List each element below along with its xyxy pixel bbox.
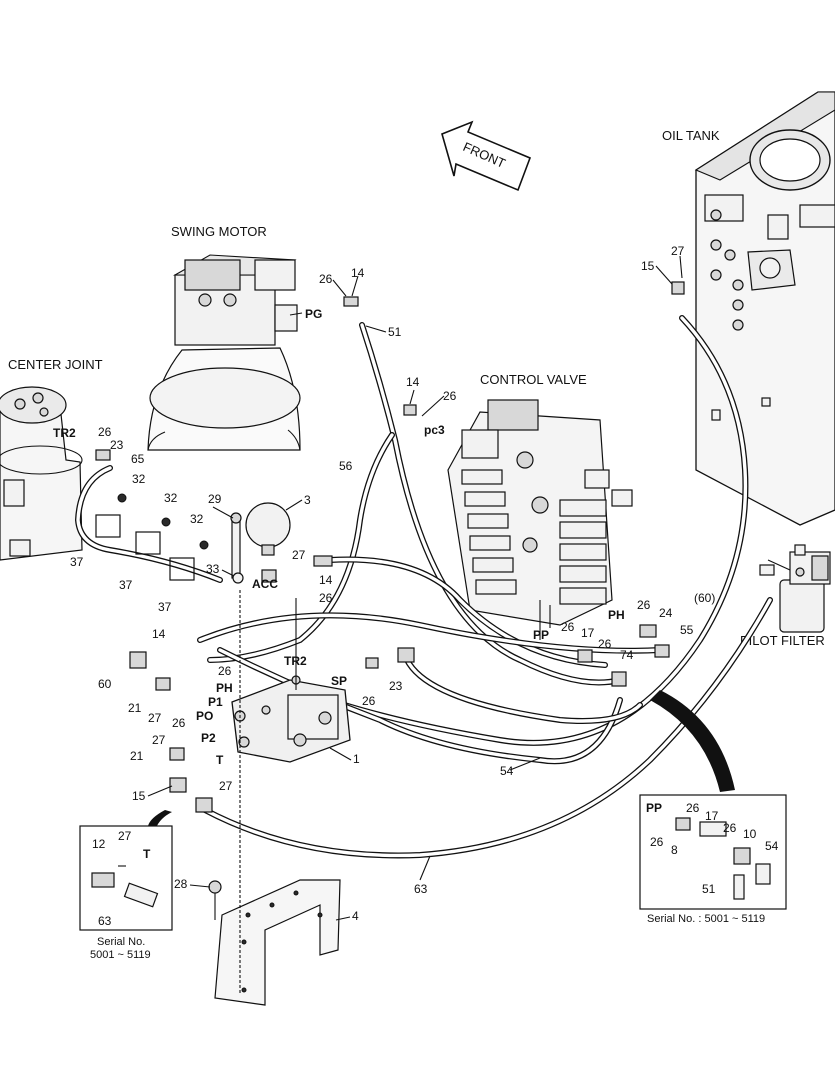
inset-left-part-27: 27 [118, 829, 132, 843]
inset-right-part-10: 10 [743, 827, 757, 841]
inset-right-port-pp: PP [646, 801, 662, 815]
swing-motor [147, 254, 303, 451]
part-26-ph: 26 [637, 598, 651, 612]
part-15-block: 15 [132, 789, 146, 803]
part-26-pp-b: 26 [598, 637, 612, 651]
part-26-swing: 26 [319, 272, 333, 286]
port-sp: SP [331, 674, 347, 688]
part-26-block-a: 26 [218, 664, 232, 678]
inset-right-part-8: 8 [671, 843, 678, 857]
port-po: PO [196, 709, 213, 723]
part-74: 74 [620, 648, 634, 662]
port-ph-valve: PH [608, 608, 625, 622]
inset-right-part-26b: 26 [723, 821, 737, 835]
control-valve-label: CONTROL VALVE [480, 372, 587, 387]
part-51: 51 [388, 325, 402, 339]
inset-left-part-12: 12 [92, 837, 106, 851]
part-27-acc: 27 [292, 548, 306, 562]
inset-right-part-26a: 26 [686, 801, 700, 815]
part-3: 3 [304, 493, 311, 507]
oil-tank-label: OIL TANK [662, 128, 720, 143]
inset-right-serial: Serial No. : 5001 ~ 5119 [647, 913, 765, 925]
port-p2: P2 [201, 731, 216, 745]
inset-left-port-t: T [143, 847, 151, 861]
part-23-cj: 23 [110, 438, 124, 452]
part-56: 56 [339, 459, 353, 473]
inset-left-part-63: 63 [98, 914, 112, 928]
port-ph-block: PH [216, 681, 233, 695]
part-14-swing: 14 [351, 266, 365, 280]
part-29: 29 [208, 492, 222, 506]
part-14-cv: 14 [406, 375, 420, 389]
part-60-ref: (60) [694, 591, 715, 605]
part-26-acc: 26 [319, 591, 333, 605]
part-15-tank: 15 [641, 259, 655, 273]
port-tr2-left: TR2 [53, 426, 76, 440]
part-17-pp: 17 [581, 626, 595, 640]
control-valve [447, 399, 633, 640]
part-4: 4 [352, 909, 359, 923]
part-33: 33 [206, 562, 220, 576]
part-32-b: 32 [164, 491, 178, 505]
inset-left-serial-2: 5001 ~ 5119 [90, 949, 151, 961]
port-pg: PG [305, 307, 322, 321]
part-60: 60 [98, 677, 112, 691]
part-23-block: 23 [389, 679, 403, 693]
center-joint [0, 386, 83, 561]
leader-lines [147, 255, 683, 921]
part-26-cv: 26 [443, 389, 457, 403]
part-14-block: 14 [152, 627, 166, 641]
inset-pointers [148, 690, 735, 828]
port-acc: ACC [252, 577, 278, 591]
accumulator [230, 502, 291, 584]
part-24: 24 [659, 606, 673, 620]
part-27-block-c: 27 [219, 779, 233, 793]
pilot-filter-label: PILOT FILTER [740, 633, 825, 648]
part-54: 54 [500, 764, 514, 778]
part-37-a: 37 [70, 555, 84, 569]
part-1: 1 [353, 752, 360, 766]
fittings [95, 281, 685, 813]
port-pc3: pc3 [424, 423, 445, 437]
port-p1: P1 [208, 695, 223, 709]
swing-motor-label: SWING MOTOR [171, 224, 267, 239]
port-pp: PP [533, 628, 549, 642]
inset-left [79, 825, 173, 931]
part-21-b: 21 [130, 749, 144, 763]
inset-right [639, 794, 787, 910]
part-55: 55 [680, 623, 694, 637]
inset-left-serial-1: Serial No. [97, 936, 145, 948]
pilot-filter [759, 544, 831, 633]
part-21-a: 21 [128, 701, 142, 715]
port-t-block: T [216, 753, 224, 767]
part-26-cj: 26 [98, 425, 112, 439]
part-27-block-a: 27 [148, 711, 162, 725]
part-14-acc: 14 [319, 573, 333, 587]
part-26-block-c: 26 [362, 694, 376, 708]
hoses [74, 315, 773, 859]
inset-right-part-26c: 26 [650, 835, 664, 849]
part-32-c: 32 [190, 512, 204, 526]
oil-tank [694, 91, 835, 526]
part-26-pp: 26 [561, 620, 575, 634]
part-37-b: 37 [119, 578, 133, 592]
part-63: 63 [414, 882, 428, 896]
part-27-block-b: 27 [152, 733, 166, 747]
part-65: 65 [131, 452, 145, 466]
inset-right-part-54: 54 [765, 839, 779, 853]
inset-right-part-51: 51 [702, 882, 716, 896]
center-joint-label: CENTER JOINT [8, 357, 103, 372]
port-tr2-block: TR2 [284, 654, 307, 668]
inset-right-part-17: 17 [705, 809, 719, 823]
part-37-c: 37 [158, 600, 172, 614]
part-32-a: 32 [132, 472, 146, 486]
part-27-tank: 27 [671, 244, 685, 258]
part-28: 28 [174, 877, 188, 891]
part-26-block-b: 26 [172, 716, 186, 730]
bracket [208, 590, 341, 1006]
front-arrow: FRONT [441, 120, 532, 192]
